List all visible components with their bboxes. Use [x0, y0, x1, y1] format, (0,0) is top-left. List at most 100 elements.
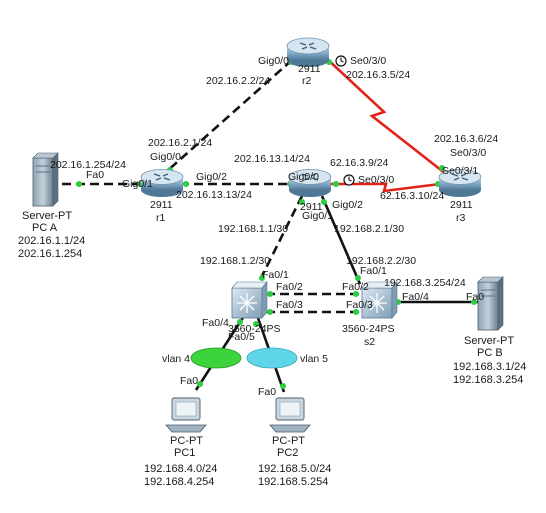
pc-ip: 192.168.4.0/24 — [144, 463, 217, 475]
port-dot — [267, 309, 273, 315]
router-icon — [288, 169, 332, 197]
server-gateway: 192.168.3.254 — [453, 374, 523, 386]
ip-label: 202.16.1.254/24 — [50, 159, 126, 171]
port-dot — [353, 291, 359, 297]
vlan5-label: vlan 5 — [300, 353, 328, 365]
switch-model: 3560-24PS — [342, 323, 395, 335]
router-r4[interactable]: 2911 — [288, 169, 332, 214]
port-label: Se0/3/1 — [442, 165, 478, 177]
link-r2-r1[interactable] — [165, 59, 293, 173]
port-label: Fa0/3 — [346, 299, 373, 311]
pc-name: PC2 — [277, 447, 298, 459]
router-r2[interactable]: 2911 r2 — [286, 37, 330, 87]
port-label: Se0/3/0 — [450, 147, 486, 159]
router-icon — [140, 169, 184, 197]
server-gateway: 202.16.1.254 — [18, 248, 82, 260]
ip-label: 202.16.2.2/24 — [206, 75, 270, 87]
server-pca[interactable]: Server-PT PC A 202.16.1.1/24 202.16.1.25… — [18, 152, 85, 260]
port-label: Fa0 — [86, 169, 104, 181]
pc-pc2[interactable]: PC-PT PC2 192.168.5.0/24 192.168.5.254 — [258, 397, 331, 488]
router-name: r1 — [156, 212, 165, 224]
pc-type: PC-PT — [170, 435, 203, 447]
port-dot — [471, 299, 477, 305]
pc-gateway: 192.168.5.254 — [258, 476, 328, 488]
port-dot — [321, 199, 327, 205]
router-model: 2911 — [450, 199, 473, 211]
switch-model: 3560-24PS — [228, 323, 281, 335]
port-label: Fa0 — [466, 291, 484, 303]
port-label: Gig0/0 — [258, 55, 289, 67]
interface-labels: Gig0/0 202.16.2.2/24 Se0/3/0 202.16.3.5/… — [50, 55, 498, 398]
port-dot — [259, 275, 265, 281]
ip-label: 62.16.3.9/24 — [330, 157, 389, 169]
ip-label: 192.168.3.254/24 — [384, 277, 466, 289]
ip-label: 202.16.3.6/24 — [434, 133, 498, 145]
pc-icon — [269, 397, 311, 433]
ip-label: 192.168.1.1/30 — [218, 223, 288, 235]
server-ip: 192.168.3.1/24 — [453, 361, 526, 373]
pc-name: PC1 — [174, 447, 195, 459]
pc-pc1[interactable]: PC-PT PC1 192.168.4.0/24 192.168.4.254 — [144, 397, 217, 488]
link-r2-r3-serial[interactable] — [325, 57, 447, 176]
router-name: r3 — [456, 212, 465, 224]
router-r1[interactable]: 2911 r1 — [140, 169, 184, 225]
pc-ip: 192.168.5.0/24 — [258, 463, 331, 475]
ip-label: 202.16.13.13/24 — [176, 189, 252, 201]
router-name: r2 — [302, 75, 311, 87]
clock-icon — [343, 174, 355, 186]
server-name: PC A — [32, 222, 58, 234]
multilayer-switch-icon — [361, 281, 398, 319]
pc-gateway: 192.168.4.254 — [144, 476, 214, 488]
port-label: Se0/3/0 — [350, 55, 386, 67]
port-label: Fa0/4 — [402, 291, 429, 303]
port-label: Fa0/5 — [228, 331, 255, 343]
link-r4-s1[interactable] — [256, 195, 304, 285]
port-label: Gig0/1 — [122, 178, 153, 190]
multilayer-switch-icon — [231, 281, 268, 319]
ip-label: 192.168.2.2/30 — [346, 255, 416, 267]
port-label: Fa0/4 — [202, 317, 229, 329]
port-dot — [267, 291, 273, 297]
ip-label: 62.16.3.10/24 — [380, 190, 444, 202]
router-model: 2911 — [298, 63, 321, 75]
port-dot — [253, 321, 259, 327]
port-dot — [183, 181, 189, 187]
link-r4-s2[interactable] — [320, 195, 362, 285]
server-pcb[interactable]: Server-PT PC B 192.168.3.1/24 192.168.3.… — [453, 276, 526, 386]
links — [62, 57, 478, 393]
port-dot — [353, 309, 359, 315]
switch-name: s2 — [364, 336, 375, 348]
port-label: Gig0/2 — [196, 171, 227, 183]
switch-s2[interactable]: 3560-24PS s2 — [342, 281, 398, 348]
pc-type: PC-PT — [272, 435, 305, 447]
router-model: 2911 — [150, 199, 173, 211]
port-label: Gig0/2 — [332, 199, 363, 211]
port-dot — [439, 165, 445, 171]
port-label: Gig0/1 — [302, 210, 333, 222]
port-label: Fa0/2 — [276, 281, 303, 293]
server-icon — [32, 152, 59, 207]
server-ip: 202.16.1.1/24 — [18, 235, 85, 247]
pc-icon — [165, 397, 207, 433]
port-label: Gig0/0 — [150, 151, 181, 163]
server-icon — [477, 276, 504, 331]
port-label: Fa0/1 — [262, 269, 289, 281]
port-label: Gig0/0 — [288, 171, 319, 183]
port-dot — [197, 381, 203, 387]
router-r3[interactable]: 2911 r3 — [438, 169, 482, 225]
ip-label: 192.168.1.2/30 — [200, 255, 270, 267]
router-icon — [286, 37, 330, 67]
link-r4-r3-serial[interactable] — [326, 182, 441, 193]
ip-label: 202.16.3.5/24 — [346, 69, 410, 81]
port-dot — [333, 181, 339, 187]
switch-s1[interactable]: 3560-24PS — [228, 281, 281, 335]
vlan4-ellipse — [190, 347, 242, 369]
ip-label: 202.16.13.14/24 — [234, 153, 310, 165]
vlan5-ellipse — [246, 347, 298, 369]
port-dot — [237, 319, 243, 325]
port-dot — [280, 383, 286, 389]
port-dot — [299, 199, 305, 205]
port-label: Fa0 — [180, 375, 198, 387]
port-dot — [355, 275, 361, 281]
server-name: PC B — [477, 347, 503, 359]
